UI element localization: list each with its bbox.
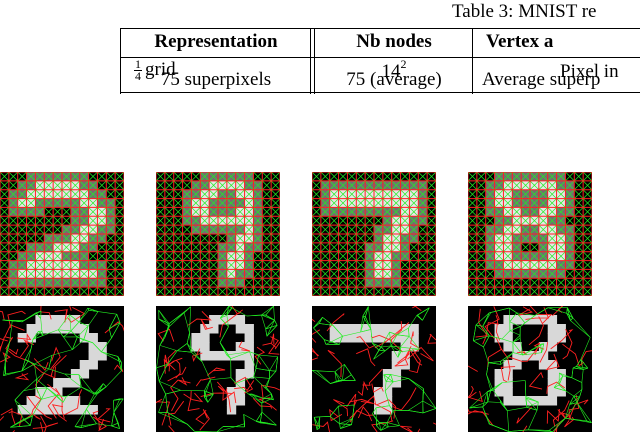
superpixel-panel-digit-2 [0, 306, 124, 432]
row2-representation: 75 superpixels [160, 69, 272, 90]
superpixel-graph-image [156, 306, 280, 432]
header-nb-nodes: Nb nodes [356, 31, 432, 52]
row1-nodes: 142 [381, 56, 407, 82]
grid-panel-digit-9 [156, 172, 280, 296]
grid-graph-image [312, 172, 436, 296]
table-caption: Table 3: MNIST re [452, 1, 597, 22]
grid-graph-image [156, 172, 280, 296]
superpixel-graph-image [0, 306, 124, 432]
results-table: Representation Nb nodes Vertex a 1 4 gri… [120, 28, 640, 94]
superpixel-panel-digit-7 [312, 306, 436, 432]
grid-graph-image [0, 172, 124, 296]
row2-nodes: 75 (average) [346, 69, 442, 90]
superpixel-graph-image [312, 306, 436, 432]
header-representation: Representation [154, 31, 278, 52]
superpixel-panel-digit-9 [156, 306, 280, 432]
fraction: 1 4 [134, 57, 142, 84]
grid-panel-digit-2 [0, 172, 124, 296]
superpixel-panel-digit-8 [468, 306, 592, 432]
row1-representation: 1 4 grid [134, 57, 176, 84]
grid-graph-image [468, 172, 592, 296]
row1-vertex: Pixel in [560, 61, 619, 82]
grid-panel-digit-8 [468, 172, 592, 296]
superpixel-graph-image [468, 306, 592, 432]
row2-vertex: Average superp [482, 69, 601, 90]
header-vertex-attributes: Vertex a [486, 31, 554, 52]
grid-panel-digit-7 [312, 172, 436, 296]
